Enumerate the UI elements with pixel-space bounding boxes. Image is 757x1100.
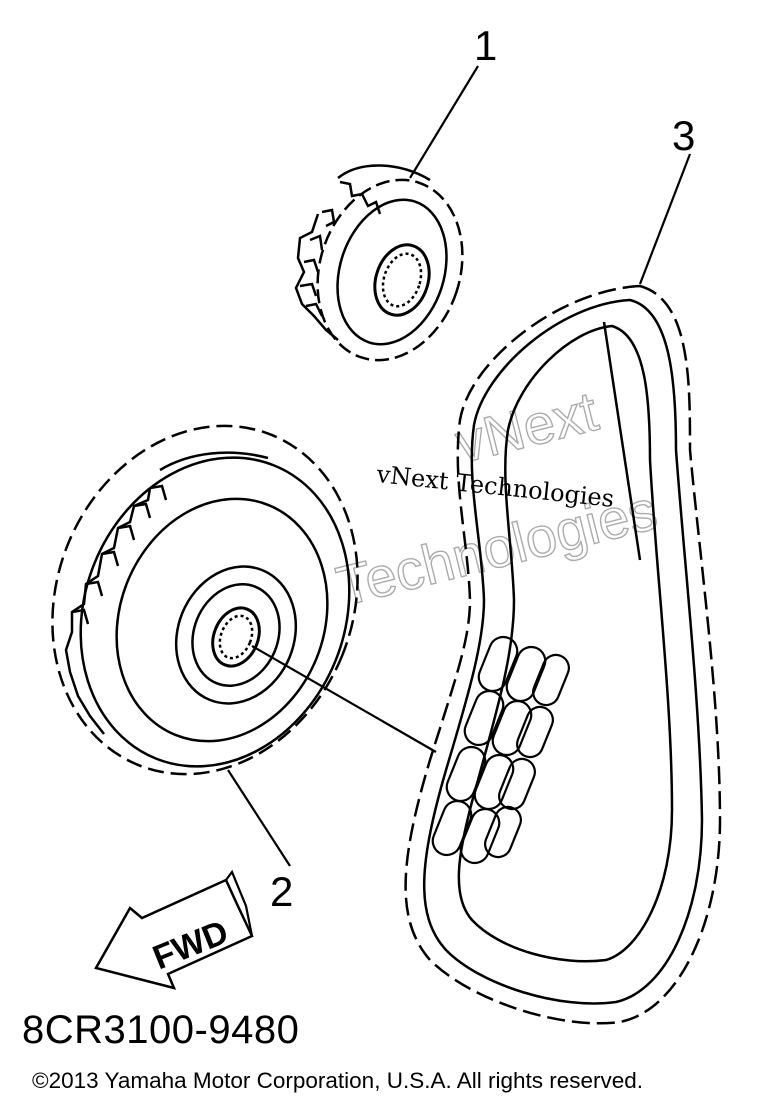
leader-lines [227, 65, 692, 867]
part-3-drive-chain [404, 284, 722, 1025]
part-1-small-gear [294, 164, 464, 362]
leader-line-3 [638, 153, 692, 285]
chain-links [431, 635, 570, 865]
callout-3: 3 [672, 112, 695, 159]
callout-2: 2 [270, 868, 293, 915]
leader-line-1 [409, 65, 479, 179]
watermark-small: vNext Technologies [374, 460, 615, 513]
fwd-direction-arrow: FWD [94, 869, 254, 990]
leader-line-2-to-chain [251, 645, 437, 753]
copyright-notice: ©2013 Yamaha Motor Corporation, U.S.A. A… [32, 1068, 644, 1093]
part-2-large-gear [51, 424, 359, 776]
callout-1: 1 [474, 22, 497, 69]
diagram-part-number: 8CR3100-9480 [22, 1008, 300, 1052]
leader-line-2 [227, 769, 291, 867]
